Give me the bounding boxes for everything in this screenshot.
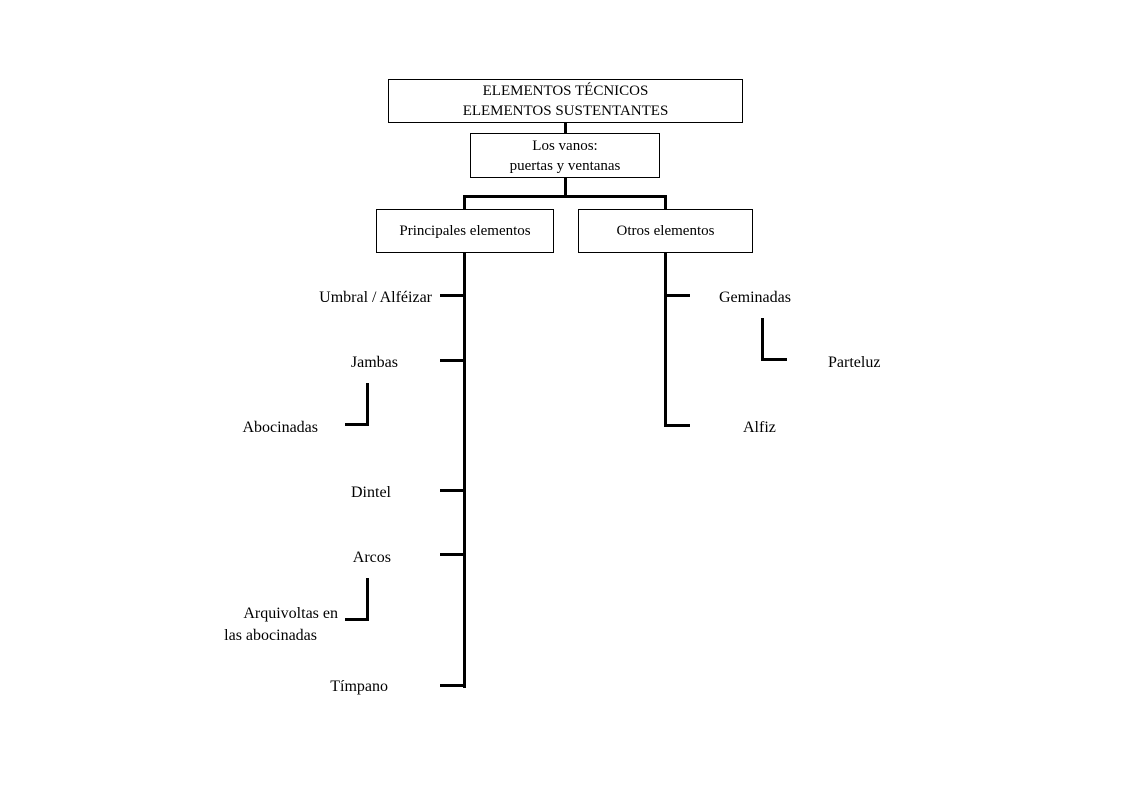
otros-box: Otros elementos [578, 209, 753, 253]
root-line1: ELEMENTOS TÉCNICOS [482, 83, 649, 99]
tick-jambas [440, 359, 466, 362]
connector-branch-left [463, 195, 466, 209]
root-line2: ELEMENTOS SUSTENTANTES [462, 103, 669, 119]
label-jambas: Jambas [350, 354, 398, 371]
label-geminadas: Geminadas [719, 289, 791, 306]
label-parteluz: Parteluz [828, 354, 881, 371]
sub-connector-arquivoltas-v [366, 578, 369, 620]
sub-connector-abocinadas-v [366, 383, 369, 425]
connector-vanos-branch [564, 177, 567, 197]
label-alfiz: Alfiz [743, 419, 776, 436]
tick-geminadas [664, 294, 690, 297]
label-dintel: Dintel [351, 484, 391, 501]
label-arcos: Arcos [352, 549, 391, 566]
label-umbral: Umbral / Alféizar [319, 289, 432, 306]
principales-trunk [463, 252, 466, 688]
label-arquivoltas-line2: las abocinadas [224, 627, 317, 644]
label-timpano: Tímpano [330, 678, 388, 695]
vanos-box: Los vanos: puertas y ventanas [470, 133, 660, 178]
tick-alfiz [664, 424, 690, 427]
sub-connector-parteluz-h [761, 358, 787, 361]
sub-connector-parteluz-v [761, 318, 764, 361]
label-arquivoltas-line1: Arquivoltas en [243, 605, 338, 622]
principales-title: Principales elementos [399, 223, 531, 239]
root-box: ELEMENTOS TÉCNICOS ELEMENTOS SUSTENTANTE… [388, 79, 743, 123]
tick-arcos [440, 553, 466, 556]
connector-root-vanos [564, 122, 567, 133]
sub-connector-abocinadas-h [345, 423, 369, 426]
connector-branch-horizontal [463, 195, 667, 198]
vanos-line1: Los vanos: [532, 137, 598, 154]
tick-dintel [440, 489, 466, 492]
otros-title: Otros elementos [616, 223, 715, 239]
label-abocinadas: Abocinadas [242, 419, 318, 436]
vanos-line2: puertas y ventanas [509, 157, 621, 174]
otros-trunk [664, 252, 667, 427]
tick-timpano [440, 684, 466, 687]
connector-branch-right [664, 195, 667, 209]
sub-connector-arquivoltas-h [345, 618, 369, 621]
tick-umbral [440, 294, 466, 297]
principales-box: Principales elementos [376, 209, 554, 253]
